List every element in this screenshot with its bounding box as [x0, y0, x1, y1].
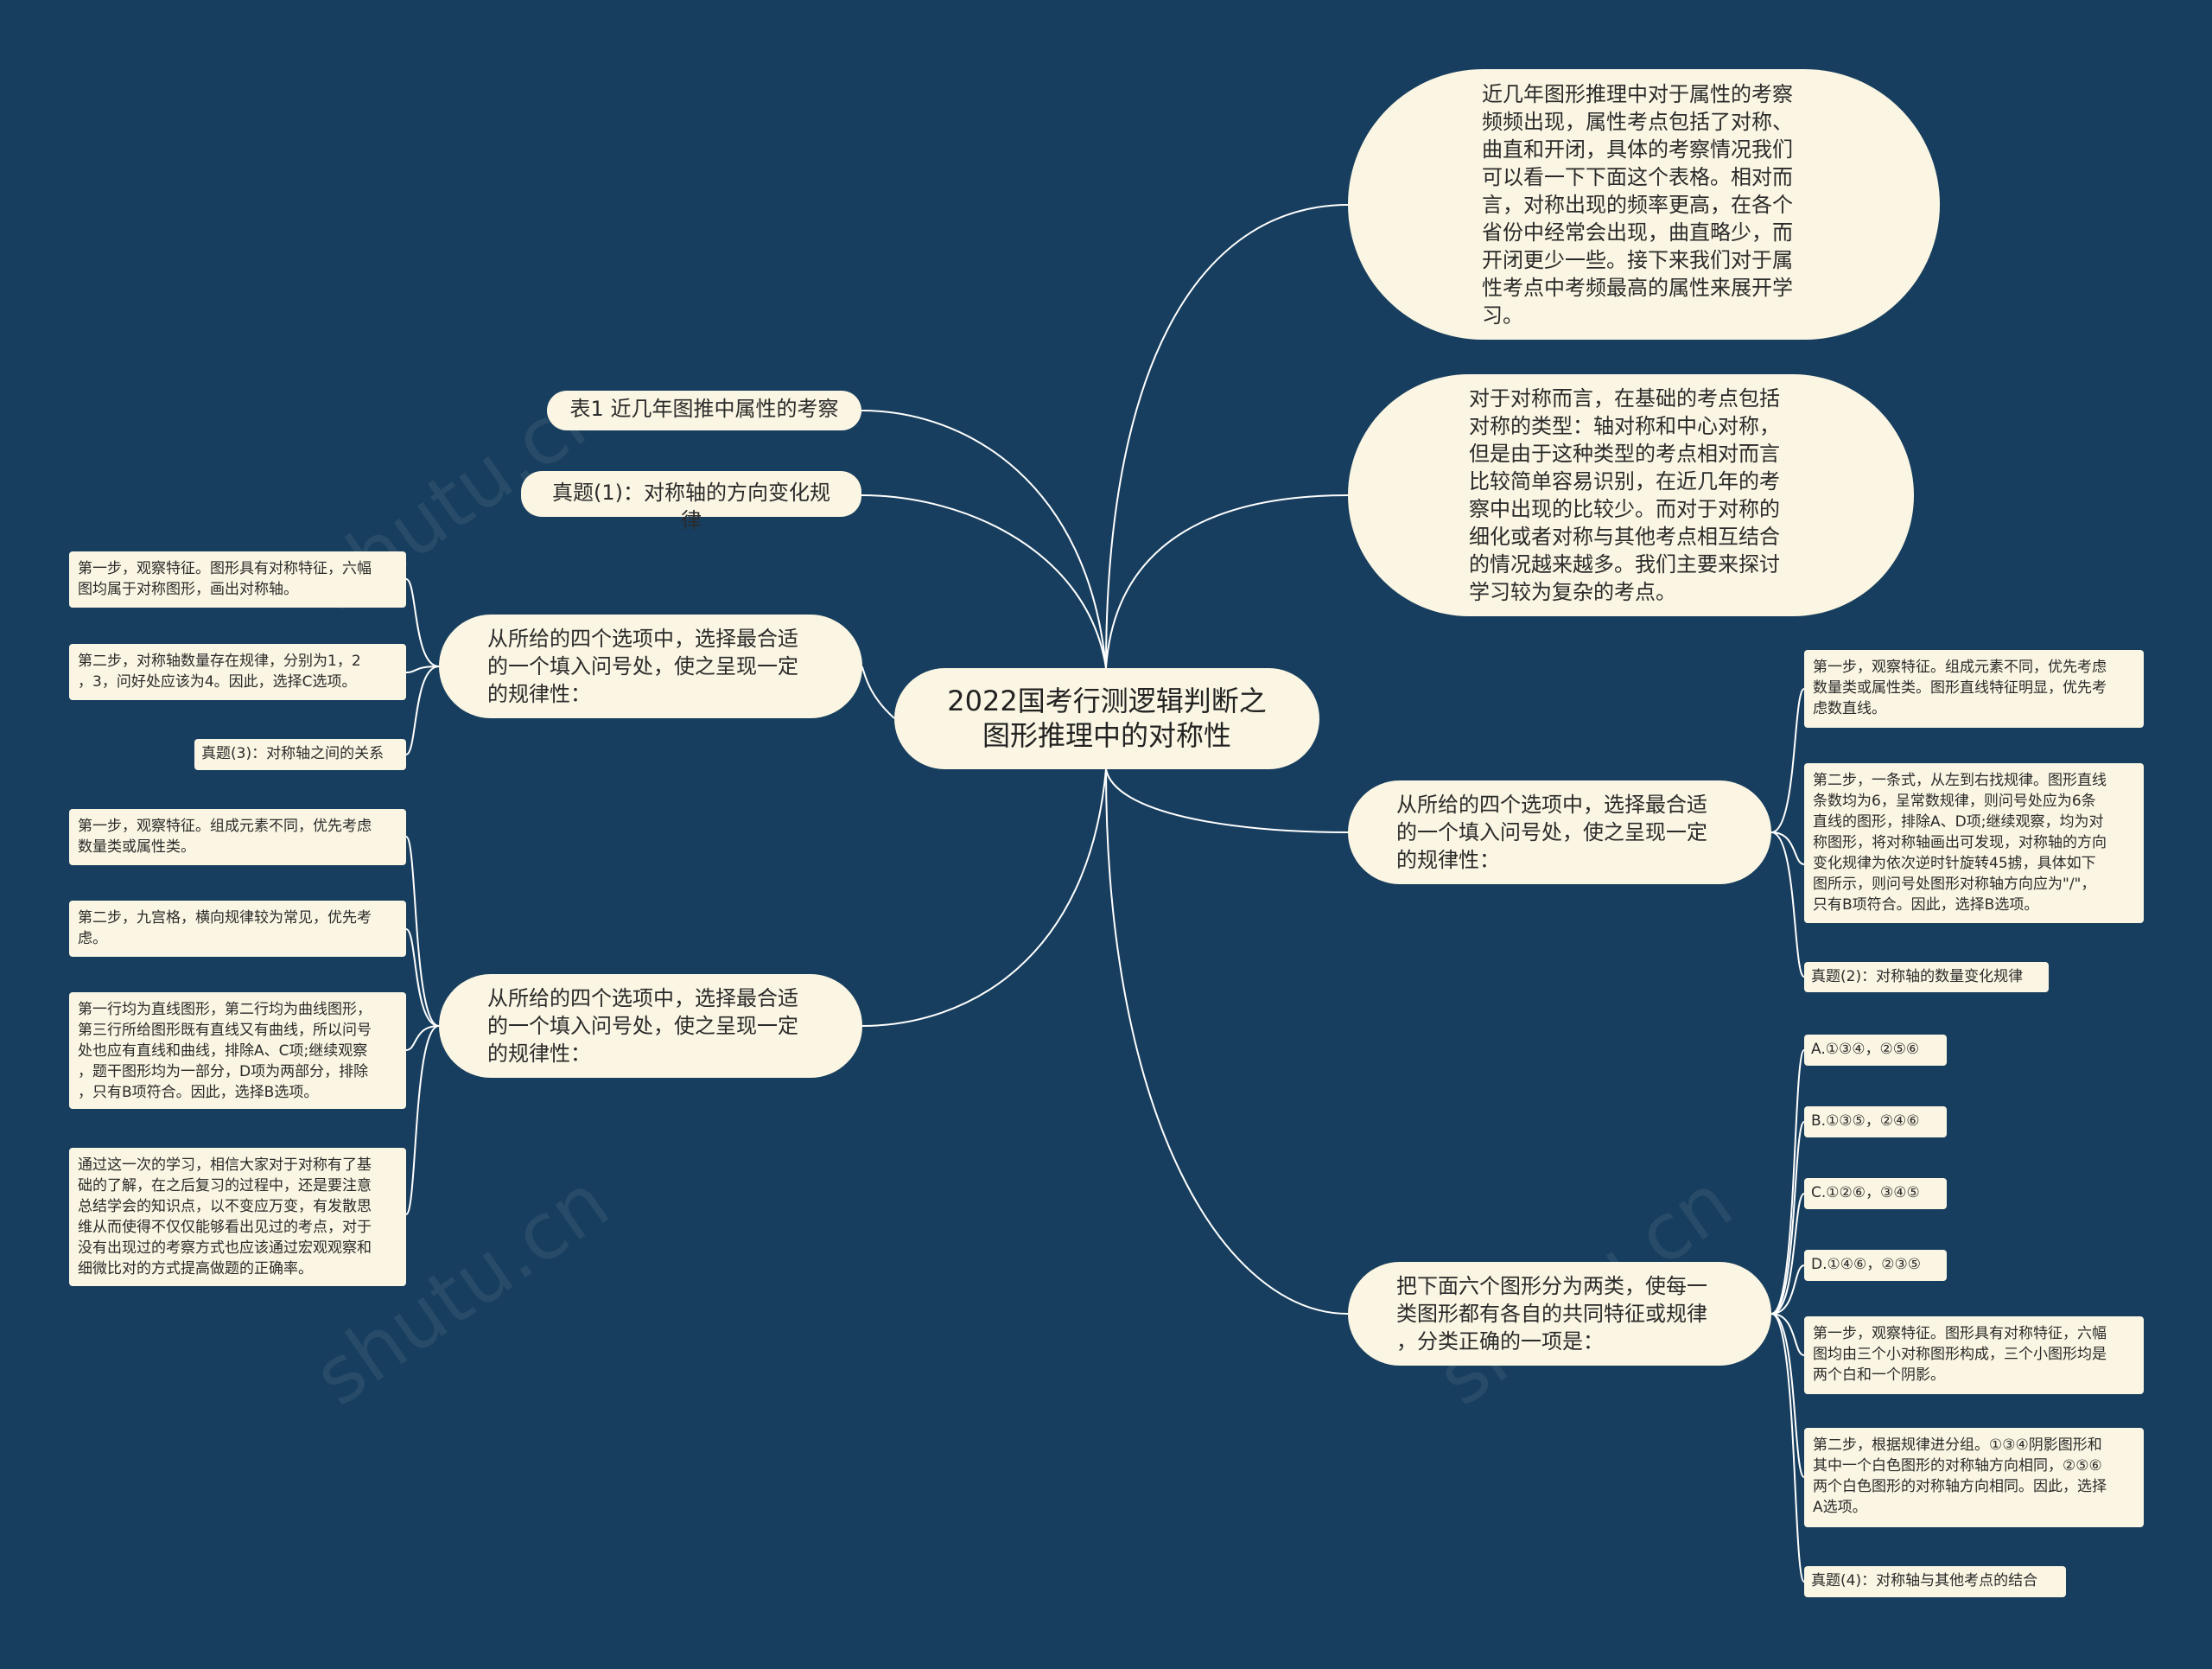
- left-question-1-label: 从所给的四个选项中，选择最合适 的一个填入问号处，使之呈现一定 的规律性：: [487, 627, 798, 706]
- rq4-leaf-title[interactable]: 真题(4)：对称轴与其他考点的结合: [1804, 1566, 2066, 1597]
- link-lq3-leaf4: [405, 1025, 440, 1215]
- link-lq1-leaf1: [405, 578, 440, 667]
- lq1-leaf-2[interactable]: 第二步，对称轴数量存在规律，分别为1，2 ，3，问好处应该为4。因此，选择C选项…: [69, 644, 406, 700]
- link-rq2-leaf1: [1770, 688, 1805, 833]
- link-lq1-leaf2: [405, 666, 440, 673]
- link-root-lq3: [861, 768, 1107, 1027]
- link-rq2-leaf3: [1770, 831, 1805, 978]
- link-rq4-leaf2: [1770, 1121, 1805, 1315]
- left-question-3[interactable]: 从所给的四个选项中，选择最合适 的一个填入问号处，使之呈现一定 的规律性：: [439, 974, 862, 1078]
- intro-text-1: 近几年图形推理中对于属性的考察 频频出现，属性考点包括了对称、 曲直和开闭，具体…: [1482, 81, 1793, 328]
- link-rq4-leaf3: [1770, 1193, 1805, 1315]
- link-root-intro1: [1105, 204, 1349, 669]
- left-question-1[interactable]: 从所给的四个选项中，选择最合适 的一个填入问号处，使之呈现一定 的规律性：: [439, 615, 862, 718]
- intro-text-2: 对于对称而言，在基础的考点包括 对称的类型：轴对称和中心对称， 但是由于这种类型…: [1469, 386, 1780, 604]
- lq1-leaf-1[interactable]: 第一步，观察特征。图形具有对称特征，六幅 图均属于对称图形，画出对称轴。: [69, 551, 406, 608]
- right-question-4-label: 把下面六个图形分为两类，使每一 类图形都有各自的共同特征或规律 ，分类正确的一项…: [1396, 1274, 1707, 1354]
- link-root-table: [861, 410, 1107, 669]
- rq2-leaf-1[interactable]: 第一步，观察特征。组成元素不同，优先考虑 数量类或属性类。图形直线特征明显，优先…: [1804, 650, 2144, 728]
- rq4-leaf-option-d[interactable]: D.①④⑥，②③⑤: [1804, 1250, 1947, 1281]
- link-rq2-leaf2: [1770, 831, 1805, 865]
- right-question-2[interactable]: 从所给的四个选项中，选择最合适 的一个填入问号处，使之呈现一定 的规律性：: [1348, 780, 1771, 884]
- link-root-lq1: [861, 666, 895, 719]
- link-rq4-leaf1: [1770, 1049, 1805, 1315]
- intro-node-1[interactable]: 近几年图形推理中对于属性的考察 频频出现，属性考点包括了对称、 曲直和开闭，具体…: [1348, 69, 1940, 340]
- lq3-leaf-1[interactable]: 第一步，观察特征。组成元素不同，优先考虑 数量类或属性类。: [69, 809, 406, 865]
- link-rq4-leaf4: [1770, 1264, 1805, 1315]
- rq2-leaf-2[interactable]: 第二步，一条式，从左到右找规律。图形直线 条数均为6，呈常数规律，则问号处应为6…: [1804, 763, 2144, 923]
- lq3-leaf-4[interactable]: 通过这一次的学习，相信大家对于对称有了基 础的了解，在之后复习的过程中，还是要注…: [69, 1148, 406, 1286]
- link-lq1-leaf3: [405, 666, 440, 755]
- lq3-leaf-2[interactable]: 第二步，九宫格，横向规律较为常见，优先考 虑。: [69, 901, 406, 957]
- link-root-q1title: [861, 494, 1107, 669]
- link-lq3-leaf1: [405, 836, 440, 1027]
- link-root-intro2: [1105, 494, 1349, 669]
- lq3-leaf-3[interactable]: 第一行均为直线图形，第二行均为曲线图形， 第三行所给图形既有直线又有曲线，所以问…: [69, 992, 406, 1109]
- root-node[interactable]: 2022国考行测逻辑判断之 图形推理中的对称性: [894, 668, 1319, 769]
- right-question-2-label: 从所给的四个选项中，选择最合适 的一个填入问号处，使之呈现一定 的规律性：: [1396, 793, 1707, 872]
- rq4-leaf-step2[interactable]: 第二步，根据规律进分组。①③④阴影图形和 其中一个白色图形的对称轴方向相同，②⑤…: [1804, 1428, 2144, 1527]
- table-title-node[interactable]: 表1 近几年图推中属性的考察: [547, 391, 861, 430]
- link-lq3-leaf2: [405, 928, 440, 1027]
- rq4-leaf-step1[interactable]: 第一步，观察特征。图形具有对称特征，六幅 图均由三个小对称图形构成，三个小图形均…: [1804, 1316, 2144, 1394]
- rq4-leaf-option-b[interactable]: B.①③⑤，②④⑥: [1804, 1106, 1947, 1137]
- right-question-4[interactable]: 把下面六个图形分为两类，使每一 类图形都有各自的共同特征或规律 ，分类正确的一项…: [1348, 1262, 1771, 1366]
- rq4-leaf-option-a[interactable]: A.①③④，②⑤⑥: [1804, 1035, 1947, 1066]
- link-rq4-leaf7: [1770, 1313, 1805, 1583]
- link-rq4-leaf6: [1770, 1313, 1805, 1478]
- rq2-leaf-3[interactable]: 真题(2)：对称轴的数量变化规律: [1804, 962, 2049, 992]
- link-root-rq4: [1105, 768, 1349, 1315]
- link-root-rq2: [1105, 768, 1349, 833]
- rq4-leaf-option-c[interactable]: C.①②⑥，③④⑤: [1804, 1178, 1947, 1209]
- lq1-leaf-3[interactable]: 真题(3)：对称轴之间的关系: [194, 739, 406, 770]
- left-question-3-label: 从所给的四个选项中，选择最合适 的一个填入问号处，使之呈现一定 的规律性：: [487, 986, 798, 1066]
- link-lq3-leaf3: [405, 1025, 440, 1051]
- link-rq4-leaf5: [1770, 1313, 1805, 1356]
- intro-node-2[interactable]: 对于对称而言，在基础的考点包括 对称的类型：轴对称和中心对称， 但是由于这种类型…: [1348, 374, 1914, 616]
- question-1-title-node[interactable]: 真题(1)：对称轴的方向变化规律: [521, 471, 861, 532]
